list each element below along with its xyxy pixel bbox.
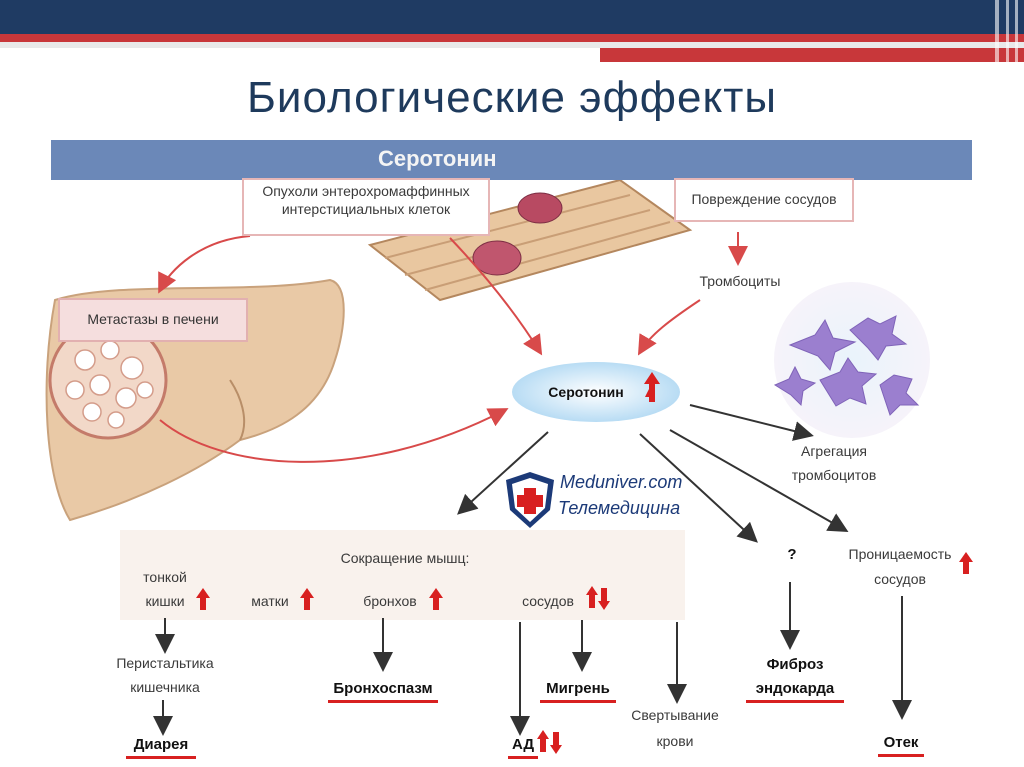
- peristalsis-label-2: кишечника: [130, 679, 200, 695]
- permeability-label-1: Проницаемость: [848, 546, 952, 562]
- diarrhea-label: Диарея: [126, 736, 196, 759]
- vessel-damage-label: Повреждение сосудов: [691, 191, 837, 207]
- vessels-label: сосудов: [522, 593, 574, 609]
- fibrosis-label-1: Фиброз: [766, 656, 824, 673]
- serotonin-center-label: Серотонин: [548, 384, 624, 400]
- arrow-up-permeability: [959, 552, 973, 574]
- arrow-up-bronchi: [429, 588, 443, 610]
- fibrosis-label-2: эндокарда: [746, 680, 844, 703]
- serotonin-header-band: [51, 140, 972, 180]
- arrow-up-uterus: [300, 588, 314, 610]
- small-intestine-label-2: кишки: [145, 593, 185, 609]
- arrow-updown-bp: [537, 730, 562, 754]
- bronchi-label: бронхов: [363, 593, 417, 609]
- platelets-illustration: [774, 282, 930, 438]
- coagulation-label-2: крови: [656, 733, 694, 749]
- aggregation-label-full: тромбоцитов: [791, 467, 877, 483]
- arrow-up-intestine: [196, 588, 210, 610]
- slide-title: Биологические эффекты: [247, 73, 777, 122]
- question-mark: ?: [787, 546, 797, 563]
- metastases-box: Метастазы в печени: [58, 298, 248, 342]
- uterus-label: матки: [251, 593, 289, 609]
- edema-label: Отек: [878, 734, 924, 757]
- muscle-contraction-label: Сокращение мышц:: [340, 550, 470, 566]
- watermark-line1: Meduniver.com: [560, 472, 683, 492]
- meduniver-logo-icon: [506, 472, 554, 528]
- arrow-updown-vessels: [586, 586, 610, 610]
- serotonin-header-label: Серотонин: [378, 146, 497, 171]
- vessel-damage-box: Повреждение сосудов: [674, 178, 854, 222]
- bp-label: АД: [508, 736, 538, 759]
- vessel-illustration: [367, 180, 693, 302]
- watermark-line2: Телемедицина: [558, 498, 681, 518]
- coagulation-label-1: Свертывание: [631, 707, 719, 723]
- serotonin-ellipse: [512, 362, 680, 422]
- metastases-label: Метастазы в печени: [87, 311, 219, 327]
- diagram-canvas: [45, 180, 973, 754]
- top-decor-bar: [0, 0, 1024, 70]
- peristalsis-label-1: Перистальтика: [116, 655, 214, 671]
- tumor-label: Опухоли энтерохромаффинных интерстициаль…: [262, 183, 470, 217]
- bronchospasm-label: Бронхоспазм: [328, 680, 438, 703]
- arrow-up-center: [644, 372, 660, 402]
- tumor-box: Опухоли энтерохромаффинных интерстициаль…: [242, 178, 490, 236]
- migraine-label: Мигрень: [540, 680, 616, 703]
- small-intestine-label-1: тонкой: [143, 569, 187, 585]
- platelets-label: Тромбоциты: [699, 273, 781, 289]
- aggregation-label-1: Агрегация: [800, 443, 868, 459]
- permeability-label-2: сосудов: [874, 571, 926, 587]
